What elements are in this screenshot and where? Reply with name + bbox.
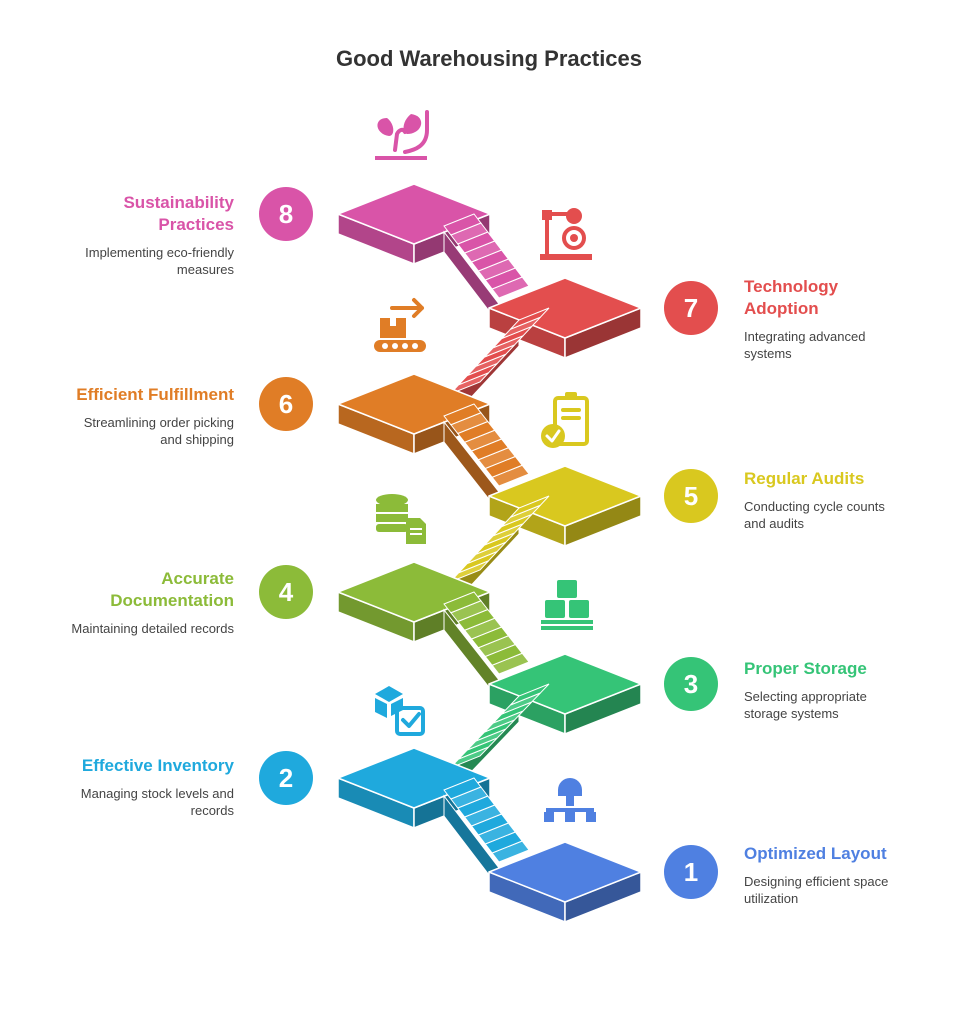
clipboard-check-icon bbox=[541, 392, 589, 448]
step-title: Efficient Fulfillment bbox=[76, 385, 234, 404]
step-description: Conducting cycle counts and audits bbox=[744, 499, 885, 531]
page-title: Good Warehousing Practices bbox=[335, 46, 643, 71]
step-number-1: 1 bbox=[664, 845, 718, 899]
robot-arm-icon bbox=[540, 208, 592, 260]
stairs-3-to-4 bbox=[443, 591, 530, 702]
step-number-4: 4 bbox=[259, 565, 313, 619]
step-title: Sustainability Practices bbox=[123, 193, 234, 234]
step-title: Technology Adoption bbox=[744, 277, 839, 318]
step-number-6: 6 bbox=[259, 377, 313, 431]
step-title: Optimized Layout bbox=[744, 844, 887, 863]
step-title: Proper Storage bbox=[744, 659, 867, 678]
step-description: Managing stock levels and records bbox=[80, 786, 234, 818]
boxes-pallet-icon bbox=[541, 580, 593, 630]
step-description: Selecting appropriate storage systems bbox=[744, 689, 867, 721]
step-description: Implementing eco-friendly measures bbox=[85, 245, 234, 277]
stairs-5-to-6 bbox=[443, 403, 530, 514]
step-number-8: 8 bbox=[259, 187, 313, 241]
layout-hierarchy-icon bbox=[544, 778, 596, 822]
step-title: Accurate Documentation bbox=[110, 569, 234, 610]
step-number-3: 3 bbox=[664, 657, 718, 711]
step-title: Effective Inventory bbox=[81, 756, 234, 775]
stairs-1-to-2 bbox=[443, 777, 530, 890]
step-number-7: 7 bbox=[664, 281, 718, 335]
step-description: Maintaining detailed records bbox=[71, 621, 234, 636]
database-document-icon bbox=[376, 494, 426, 544]
step-number-5: 5 bbox=[664, 469, 718, 523]
step-description: Streamlining order picking and shipping bbox=[83, 415, 234, 447]
stairs-6-to-7 bbox=[449, 307, 550, 422]
step-title: Regular Audits bbox=[744, 469, 865, 488]
stairs-7-to-8 bbox=[443, 213, 530, 326]
conveyor-box-icon bbox=[374, 298, 426, 352]
step-number-2: 2 bbox=[259, 751, 313, 805]
step-description: Integrating advanced systems bbox=[744, 329, 866, 361]
step-description: Designing efficient space utilization bbox=[744, 874, 889, 906]
plant-hand-icon bbox=[375, 110, 429, 160]
platform-1 bbox=[488, 841, 642, 923]
inventory-checklist-icon bbox=[375, 686, 425, 736]
